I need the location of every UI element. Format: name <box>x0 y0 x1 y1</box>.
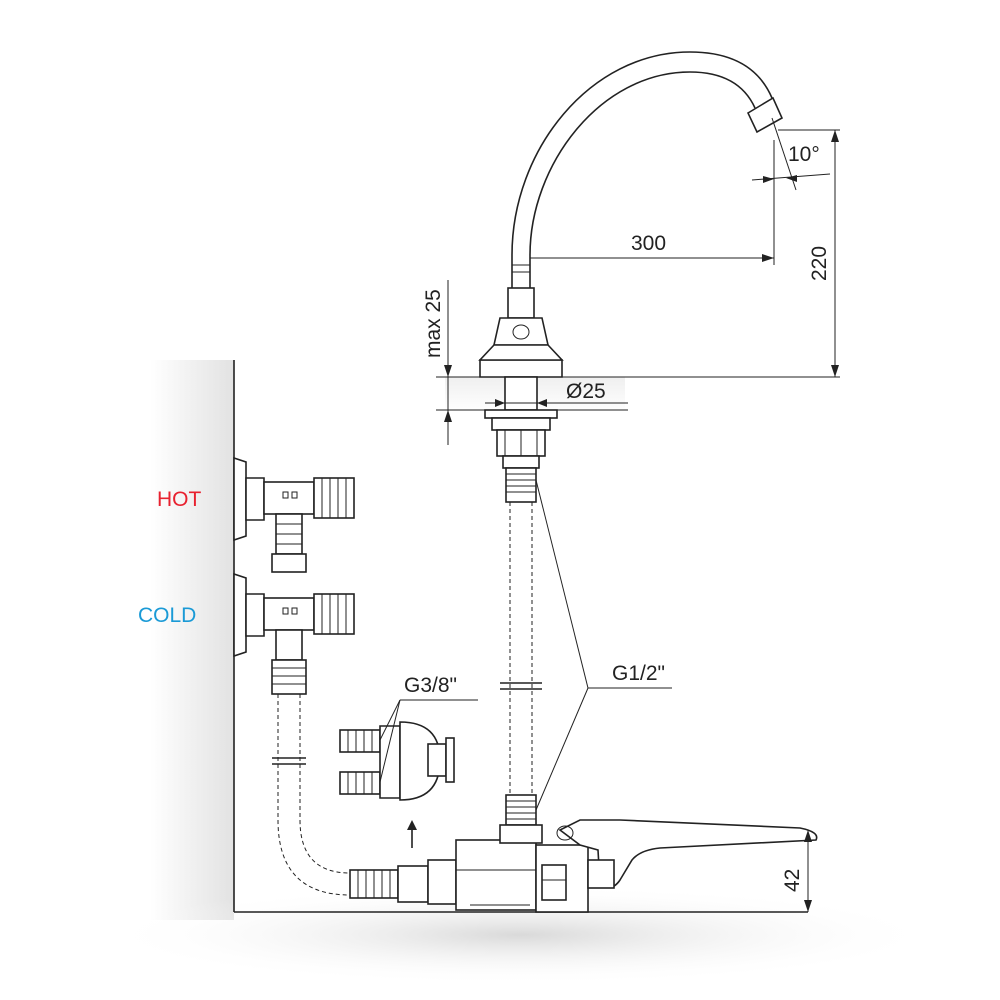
supply-hose <box>272 694 429 903</box>
label-d25: Ø25 <box>566 380 606 403</box>
leader-g12 <box>535 479 672 811</box>
label-hot: HOT <box>157 488 202 511</box>
label-g38: G3/8" <box>404 674 457 697</box>
cold-angle-valve <box>233 572 355 695</box>
spout <box>511 51 784 290</box>
dim-10deg <box>751 117 831 191</box>
dim-220 <box>778 129 840 377</box>
vertical-hose <box>500 467 542 826</box>
dim-max25 <box>436 280 460 445</box>
hot-angle-valve <box>233 456 355 573</box>
leader-g38 <box>379 699 478 783</box>
label-cold: COLD <box>138 604 196 627</box>
pedal-valve <box>427 819 818 913</box>
dim-42 <box>804 830 812 912</box>
wall-shading <box>150 360 234 920</box>
label-300: 300 <box>631 232 666 255</box>
label-220: 220 <box>808 246 831 281</box>
label-max25: max 25 <box>422 289 445 358</box>
label-42: 42 <box>781 869 804 892</box>
dim-d25 <box>485 399 628 407</box>
label-10deg: 10° <box>788 143 820 166</box>
floor-shading <box>100 885 940 985</box>
spout-body <box>478 287 564 469</box>
dim-300 <box>530 140 775 265</box>
g38-fitting-detail <box>339 721 455 848</box>
label-g12: G1/2" <box>612 662 665 685</box>
